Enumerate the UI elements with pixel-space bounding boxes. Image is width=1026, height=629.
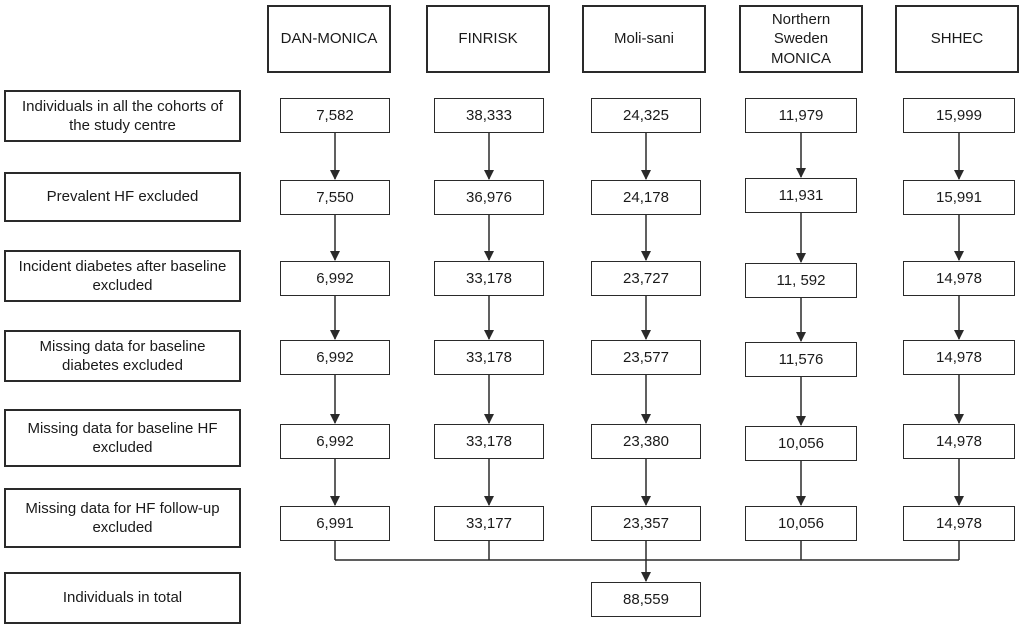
count-cell-moli-sani-stage-4: 23,380 — [591, 424, 701, 459]
count-cell-finrisk-stage-2: 33,178 — [434, 261, 544, 296]
stage-label-all-cohorts: Individuals in all the cohorts of the st… — [4, 90, 241, 142]
count-cell-moli-sani-stage-5: 23,357 — [591, 506, 701, 541]
cohort-header-moli-sani: Moli-sani — [582, 5, 706, 73]
stage-label-missing-baseline-hf: Missing data for baseline HF excluded — [4, 409, 241, 467]
count-cell-shhec-stage-2: 14,978 — [903, 261, 1015, 296]
count-cell-northern-sweden-monica-stage-1: 11,931 — [745, 178, 857, 213]
count-cell-shhec-stage-1: 15,991 — [903, 180, 1015, 215]
count-cell-finrisk-stage-1: 36,976 — [434, 180, 544, 215]
count-cell-dan-monica-stage-1: 7,550 — [280, 180, 390, 215]
count-cell-shhec-stage-0: 15,999 — [903, 98, 1015, 133]
stage-label-incident-diabetes: Incident diabetes after baseline exclude… — [4, 250, 241, 302]
cohort-header-shhec: SHHEC — [895, 5, 1019, 73]
count-cell-moli-sani-stage-1: 24,178 — [591, 180, 701, 215]
count-cell-moli-sani-stage-0: 24,325 — [591, 98, 701, 133]
count-cell-shhec-stage-3: 14,978 — [903, 340, 1015, 375]
count-cell-moli-sani-stage-2: 23,727 — [591, 261, 701, 296]
count-cell-finrisk-stage-4: 33,178 — [434, 424, 544, 459]
count-cell-shhec-stage-5: 14,978 — [903, 506, 1015, 541]
count-cell-dan-monica-stage-2: 6,992 — [280, 261, 390, 296]
count-cell-shhec-stage-4: 14,978 — [903, 424, 1015, 459]
count-cell-dan-monica-stage-0: 7,582 — [280, 98, 390, 133]
cohort-header-finrisk: FINRISK — [426, 5, 550, 73]
stage-label-missing-baseline-diabetes: Missing data for baseline diabetes exclu… — [4, 330, 241, 382]
count-cell-moli-sani-stage-3: 23,577 — [591, 340, 701, 375]
count-cell-northern-sweden-monica-stage-2: 11, 592 — [745, 263, 857, 298]
cohort-header-northern-sweden-monica: Northern Sweden MONICA — [739, 5, 863, 73]
count-cell-northern-sweden-monica-stage-5: 10,056 — [745, 506, 857, 541]
count-cell-dan-monica-stage-5: 6,991 — [280, 506, 390, 541]
count-cell-northern-sweden-monica-stage-0: 11,979 — [745, 98, 857, 133]
count-cell-dan-monica-stage-3: 6,992 — [280, 340, 390, 375]
total-count-cell: 88,559 — [591, 582, 701, 617]
stage-label-prevalent-hf: Prevalent HF excluded — [4, 172, 241, 222]
count-cell-finrisk-stage-0: 38,333 — [434, 98, 544, 133]
stage-label-total: Individuals in total — [4, 572, 241, 624]
cohort-header-dan-monica: DAN-MONICA — [267, 5, 391, 73]
stage-label-missing-hf-followup: Missing data for HF follow-up excluded — [4, 488, 241, 548]
count-cell-dan-monica-stage-4: 6,992 — [280, 424, 390, 459]
count-cell-northern-sweden-monica-stage-3: 11,576 — [745, 342, 857, 377]
count-cell-finrisk-stage-5: 33,177 — [434, 506, 544, 541]
count-cell-finrisk-stage-3: 33,178 — [434, 340, 544, 375]
count-cell-northern-sweden-monica-stage-4: 10,056 — [745, 426, 857, 461]
